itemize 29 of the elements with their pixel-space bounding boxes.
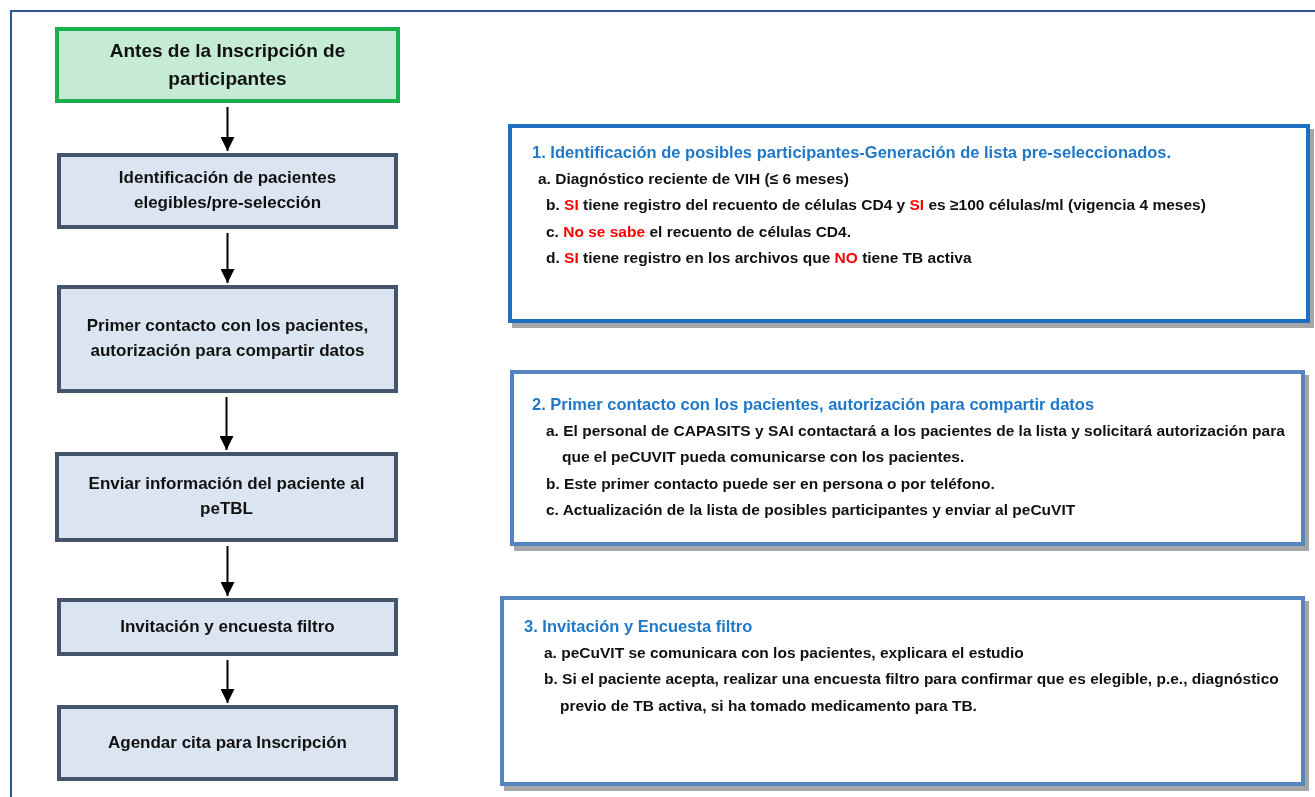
list-item: a. El personal de CAPASITS y SAI contactará a los pacientes de la lista y solicitará autorización para que el peCUVIT pueda comunicarse con los pacientes. [545, 421, 1286, 468]
arrow [220, 545, 235, 597]
section-heading: 2. Primer contacto con los pacientes, autorización para compartir datos [532, 394, 1096, 415]
process-box [57, 153, 398, 229]
box-text: Enviar información del paciente al peTBL [87, 473, 366, 520]
arrow [220, 232, 235, 284]
box-text: Invitación y encuesta filtro [120, 615, 335, 638]
list-item: c. No se sabe el recuento de células CD4. [545, 221, 852, 242]
arrow [219, 396, 234, 451]
box-text: Antes de la Inscripción de participantes [108, 39, 347, 91]
section-heading: 1. Identificación de posibles participantes-Generación de lista pre-seleccionados. [532, 142, 1173, 163]
list-item: b. SI tiene registro del recuento de células CD4 y SI es ≥100 células/ml (vigencia 4 meses) [545, 195, 1207, 216]
box-text: Primer contacto con los pacientes, autorización para compartir datos [85, 315, 370, 362]
box-text: Agendar cita para Inscripción [108, 731, 347, 754]
list-item: b. Este primer contacto puede ser en persona o por teléfono. [545, 473, 996, 494]
process-box [57, 598, 398, 656]
process-box [57, 705, 398, 781]
list-item: c. Actualización de la lista de posibles participantes y enviar al peCuVIT [545, 500, 1077, 521]
start-box [55, 27, 400, 103]
box-text: Identificación de pacientes elegibles/pre-selección [117, 167, 338, 214]
list-item: a. Diagnóstico reciente de VIH (≤ 6 meses) [537, 169, 850, 190]
process-box [57, 285, 398, 393]
arrow [220, 106, 235, 152]
section-heading: 3. Invitación y Encuesta filtro [524, 616, 754, 637]
list-item: b. Si el paciente acepta, realizar una encuesta filtro para confirmar que es elegible, p.e., diagnóstico previo de TB activa, si ha tomado medicamento para TB. [543, 669, 1280, 716]
arrow [220, 659, 235, 704]
list-item: d. SI tiene registro en los archivos que NO tiene TB activa [545, 248, 973, 269]
process-box [55, 452, 398, 542]
list-item: a. peCuVIT se comunicara con los pacientes, explicara el estudio [543, 643, 1025, 664]
